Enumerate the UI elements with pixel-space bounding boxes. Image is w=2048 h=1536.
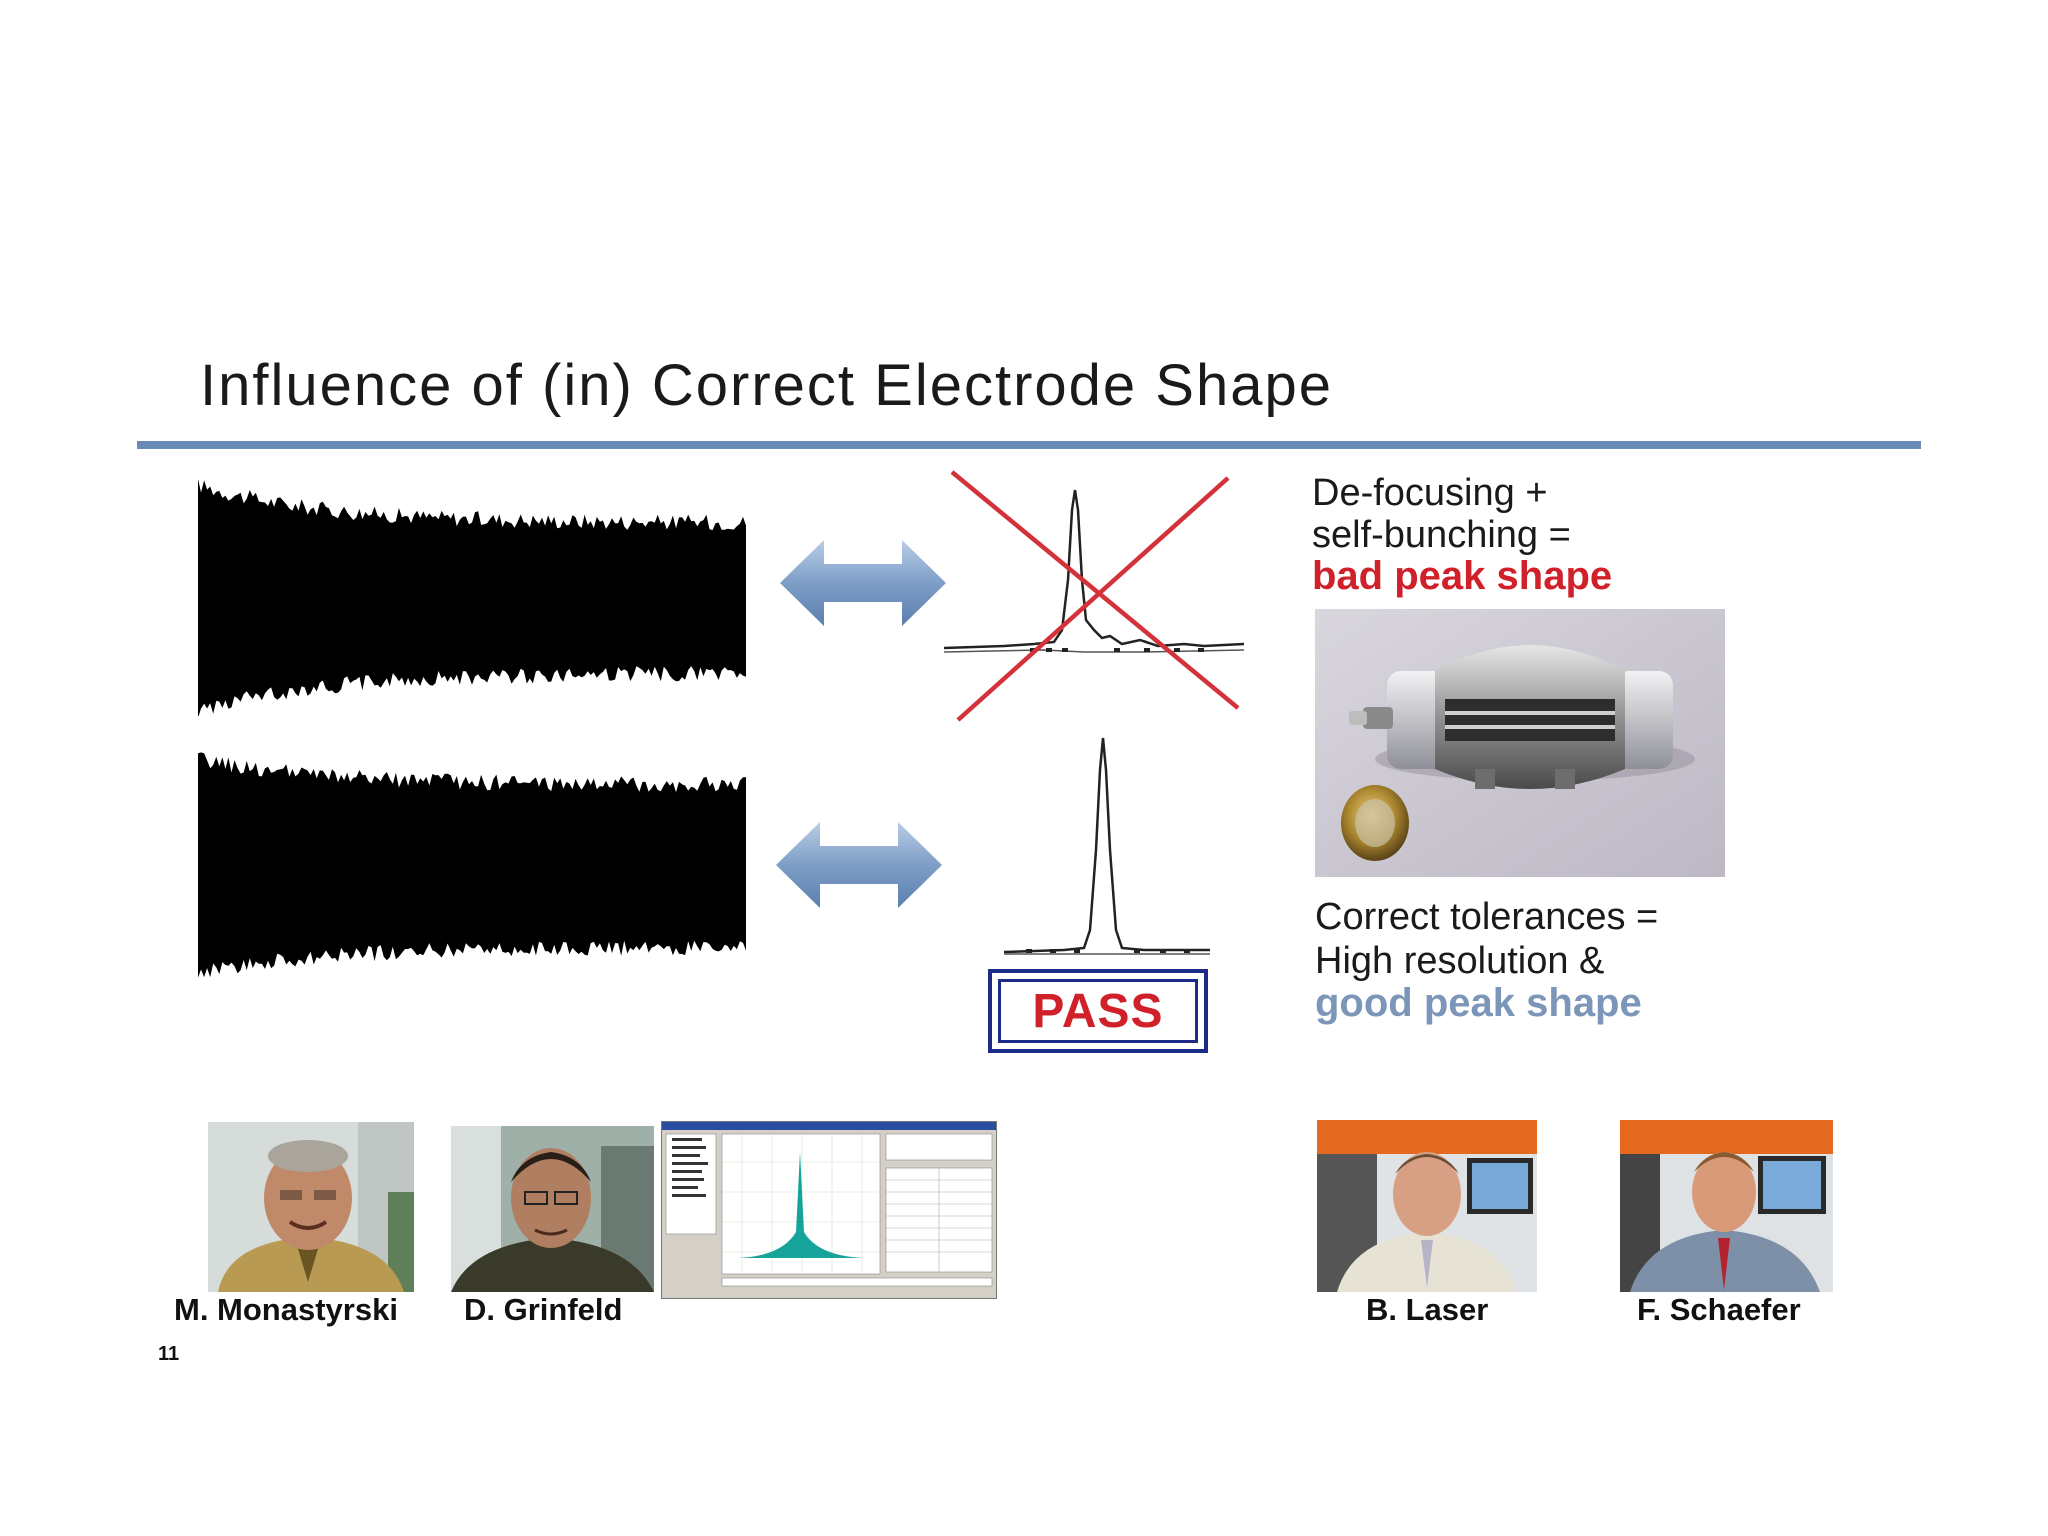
- defocusing-caption-line1: De-focusing +: [1312, 472, 1548, 514]
- name-grinfeld: D. Grinfeld: [464, 1292, 623, 1327]
- avatar-laser: [1317, 1120, 1537, 1292]
- transient-signal-bottom: [198, 752, 746, 978]
- bad-peak-plot: [944, 470, 1244, 722]
- name-schaefer: F. Schaefer: [1637, 1292, 1801, 1327]
- name-monastyrski: M. Monastyrski: [174, 1292, 398, 1327]
- electrode-trap-photo: [1315, 609, 1725, 877]
- pass-label: PASS: [1032, 984, 1164, 1038]
- avatar-monastyrski: [208, 1122, 414, 1292]
- avatar-schaefer: [1620, 1120, 1833, 1292]
- defocusing-caption-line2: self-bunching =: [1312, 514, 1571, 556]
- bad-peak-shape-label: bad peak shape: [1312, 554, 1613, 598]
- simulation-software-window: [661, 1121, 997, 1299]
- good-peak-plot: [1004, 737, 1210, 955]
- title-rule: [137, 441, 1921, 449]
- good-peak-shape-label: good peak shape: [1315, 981, 1642, 1025]
- tolerances-caption-line1: Correct tolerances =: [1315, 896, 1659, 938]
- tolerances-caption-line2: High resolution &: [1315, 940, 1605, 982]
- red-x-icon: [950, 470, 1240, 722]
- page-number: 11: [158, 1343, 180, 1365]
- slide-title: Influence of (in) Correct Electrode Shap…: [200, 353, 1333, 418]
- transient-signal-top: [198, 480, 746, 716]
- euro-coin-icon: [1341, 785, 1409, 861]
- double-arrow-icon: [780, 540, 946, 626]
- pass-stamp: PASS: [988, 969, 1208, 1053]
- avatar-grinfeld: [451, 1126, 654, 1292]
- name-laser: B. Laser: [1366, 1292, 1489, 1327]
- double-arrow-icon: [776, 822, 942, 908]
